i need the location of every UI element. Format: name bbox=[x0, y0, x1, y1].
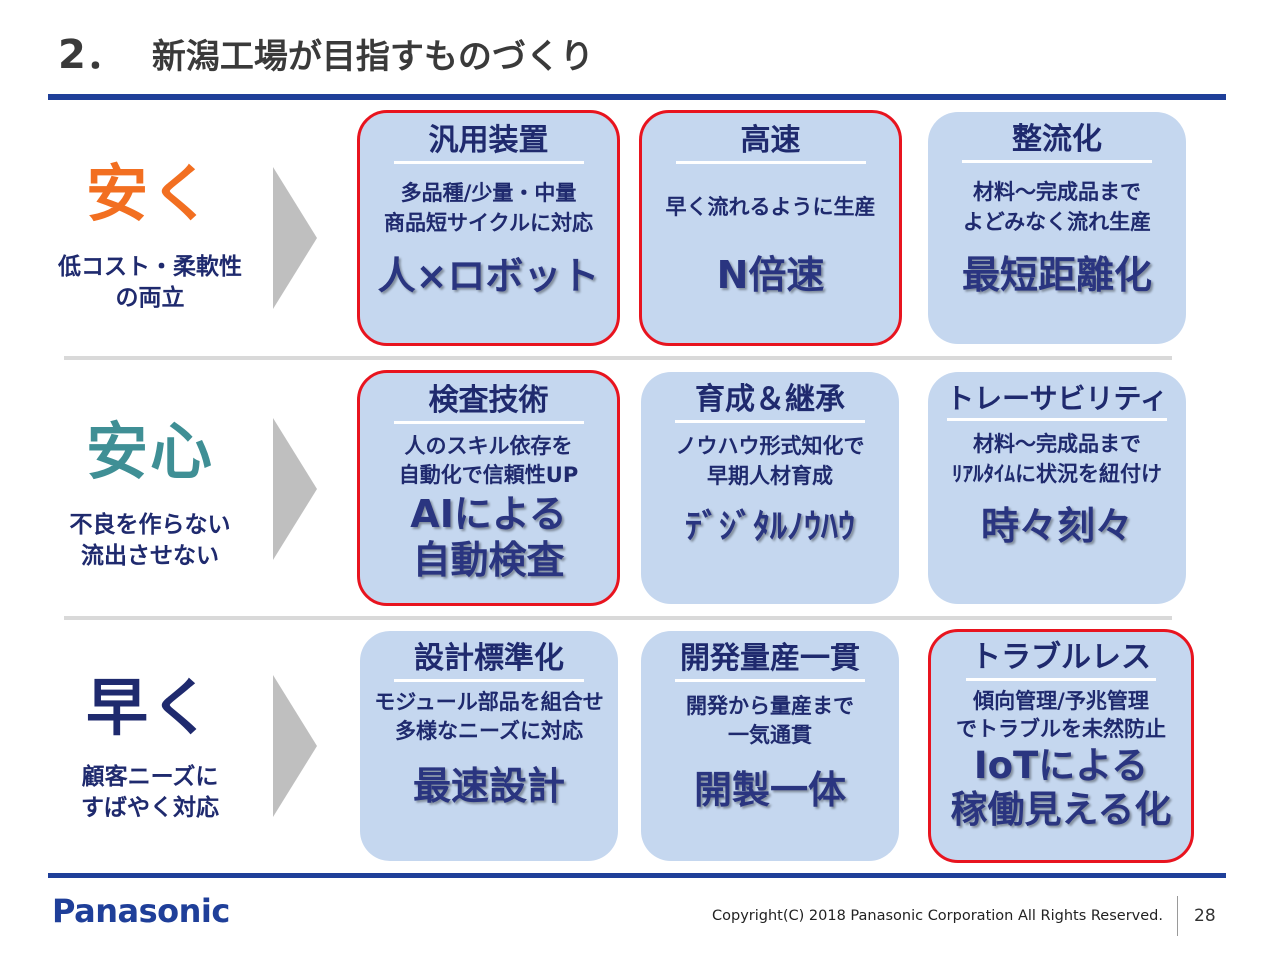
card-desc-line: 材料～完成品まで bbox=[973, 180, 1141, 204]
card-keyword: 最短距離化 bbox=[961, 252, 1152, 297]
heading-underline bbox=[393, 421, 584, 424]
card-desc-line: 多品種/少量・中量 bbox=[400, 181, 577, 205]
card-heading: トラブルレス bbox=[971, 640, 1151, 675]
card-keyword: 時々刻々 bbox=[980, 504, 1133, 549]
card-inspection-technology: 検査技術 人のスキル依存を 自動化で信頼性UP AIによる 自動検査 bbox=[357, 370, 620, 606]
card-description: 開発から量産まで 一気通貫 bbox=[641, 692, 899, 751]
heading-underline bbox=[393, 161, 584, 164]
card-desc-line: よどみなく流れ生産 bbox=[962, 210, 1152, 235]
card-flow-rectification: 整流化 材料～完成品まで よどみなく流れ生産 最短距離化 bbox=[928, 112, 1186, 344]
card-desc-line: ﾘｱﾙﾀｲﾑに状況を紐付け bbox=[952, 462, 1162, 487]
card-keyword: 開製一体 bbox=[693, 767, 846, 812]
card-description: 早く流れるように生産 bbox=[642, 192, 899, 222]
card-keyword-line: IoTによる bbox=[973, 743, 1149, 787]
row-label-main: 安心 bbox=[85, 415, 214, 488]
card-heading: 検査技術 bbox=[428, 383, 549, 418]
card-heading: トレーサビリティ bbox=[946, 382, 1168, 415]
row-label-sub: の両立 bbox=[115, 285, 185, 312]
row-label-main: 安く bbox=[85, 157, 214, 230]
heading-underline bbox=[947, 417, 1167, 421]
card-desc-line: 一気通貫 bbox=[728, 723, 812, 748]
row-divider bbox=[64, 356, 1172, 360]
card-heading: 開発量産一貫 bbox=[680, 641, 860, 676]
card-description: 傾向管理/予兆管理 でトラブルを未然防止 bbox=[931, 687, 1191, 744]
heading-underline bbox=[966, 678, 1156, 681]
card-description: ノウハウ形式知化で 早期人材育成 bbox=[641, 431, 899, 492]
row-label-safe: 安心 不良を作らない 流出させない bbox=[40, 415, 260, 572]
card-desc-line: 早期人材育成 bbox=[707, 464, 833, 489]
row-label-sub: 顧客ニーズに bbox=[81, 764, 219, 791]
chevron-right-icon bbox=[273, 675, 317, 817]
card-desc-line: 商品短サイクルに対応 bbox=[384, 211, 593, 236]
card-high-speed: 高速 早く流れるように生産 N倍速 bbox=[639, 110, 902, 346]
card-dev-production-integration: 開発量産一貫 開発から量産まで 一気通貫 開製一体 bbox=[641, 631, 899, 861]
heading-underline bbox=[675, 420, 865, 423]
slide-title-text: 新潟工場が目指すものづくり bbox=[151, 37, 594, 77]
chevron-right-icon bbox=[273, 418, 317, 560]
card-training-succession: 育成＆継承 ノウハウ形式知化で 早期人材育成 ﾃﾞｼﾞﾀﾙﾉｳﾊｳ bbox=[641, 372, 899, 604]
card-keyword: 人×ロボット bbox=[377, 253, 600, 298]
page-number: 28 bbox=[1194, 906, 1216, 926]
slide-title: 2． 新潟工場が目指すものづくり bbox=[58, 22, 594, 80]
card-heading: 汎用装置 bbox=[428, 123, 549, 158]
row-label-fast: 早く 顧客ニーズに すばやく対応 bbox=[40, 671, 260, 824]
card-description: モジュール部品を組合せ 多様なニーズに対応 bbox=[360, 688, 618, 747]
row-label-sub: すばやく対応 bbox=[81, 795, 219, 822]
card-keyword: AIによる 自動検査 bbox=[360, 491, 617, 584]
heading-underline bbox=[675, 161, 866, 164]
panasonic-logo: Panasonic bbox=[52, 892, 230, 930]
copyright-text: Copyright(C) 2018 Panasonic Corporation … bbox=[712, 908, 1163, 924]
card-description: 多品種/少量・中量 商品短サイクルに対応 bbox=[360, 178, 617, 239]
card-desc-line: 多様なニーズに対応 bbox=[395, 719, 583, 744]
slide-number: 2． bbox=[58, 32, 126, 78]
card-keyword: 最速設計 bbox=[412, 763, 565, 808]
card-keyword: IoTによる 稼働見える化 bbox=[931, 744, 1191, 833]
chevron-right-icon bbox=[273, 167, 317, 309]
footer-separator bbox=[1177, 896, 1178, 936]
card-traceability: トレーサビリティ 材料～完成品まで ﾘｱﾙﾀｲﾑに状況を紐付け 時々刻々 bbox=[928, 372, 1186, 604]
header-rule bbox=[48, 94, 1226, 100]
card-desc-line: 材料～完成品まで bbox=[973, 431, 1141, 456]
card-heading: 育成＆継承 bbox=[695, 382, 845, 417]
heading-underline bbox=[394, 679, 584, 682]
row-label-sub: 不良を作らない bbox=[69, 512, 231, 539]
card-desc-line: でトラブルを未然防止 bbox=[956, 717, 1166, 742]
footer-rule bbox=[48, 873, 1226, 878]
card-general-equipment: 汎用装置 多品種/少量・中量 商品短サイクルに対応 人×ロボット bbox=[357, 110, 620, 346]
card-heading: 設計標準化 bbox=[414, 641, 564, 676]
heading-underline bbox=[675, 679, 865, 682]
card-trouble-less: トラブルレス 傾向管理/予兆管理 でトラブルを未然防止 IoTによる 稼働見える… bbox=[928, 629, 1194, 863]
card-desc-line: 早く流れるように生産 bbox=[665, 195, 876, 219]
row-label-cheap: 安く 低コスト・柔軟性 の両立 bbox=[40, 157, 260, 314]
card-keyword-line: AIによる bbox=[410, 491, 567, 536]
row-label-main: 早く bbox=[85, 671, 214, 744]
card-keyword: ﾃﾞｼﾞﾀﾙﾉｳﾊｳ bbox=[685, 506, 855, 547]
row-divider bbox=[64, 616, 1172, 620]
card-desc-line: 開発から量産まで bbox=[686, 694, 854, 718]
card-design-standardization: 設計標準化 モジュール部品を組合せ 多様なニーズに対応 最速設計 bbox=[360, 631, 618, 861]
card-description: 材料～完成品まで よどみなく流れ生産 bbox=[928, 177, 1186, 238]
card-desc-line: 人のスキル依存を bbox=[404, 434, 573, 458]
card-keyword: N倍速 bbox=[716, 253, 825, 298]
row-label-sub: 低コスト・柔軟性 bbox=[58, 254, 242, 281]
card-desc-line: モジュール部品を組合せ bbox=[374, 690, 604, 714]
row-label-sub: 流出させない bbox=[81, 543, 219, 570]
card-heading: 整流化 bbox=[1012, 122, 1102, 157]
card-desc-line: 自動化で信頼性UP bbox=[398, 463, 579, 488]
card-heading: 高速 bbox=[740, 123, 801, 158]
card-description: 人のスキル依存を 自動化で信頼性UP bbox=[360, 432, 617, 491]
card-desc-line: ノウハウ形式知化で bbox=[675, 434, 865, 458]
card-keyword-line: 稼働見える化 bbox=[950, 788, 1172, 832]
card-description: 材料～完成品まで ﾘｱﾙﾀｲﾑに状況を紐付け bbox=[928, 429, 1186, 490]
card-keyword-line: 自動検査 bbox=[412, 538, 565, 583]
card-desc-line: 傾向管理/予兆管理 bbox=[973, 689, 1149, 713]
heading-underline bbox=[962, 160, 1152, 163]
